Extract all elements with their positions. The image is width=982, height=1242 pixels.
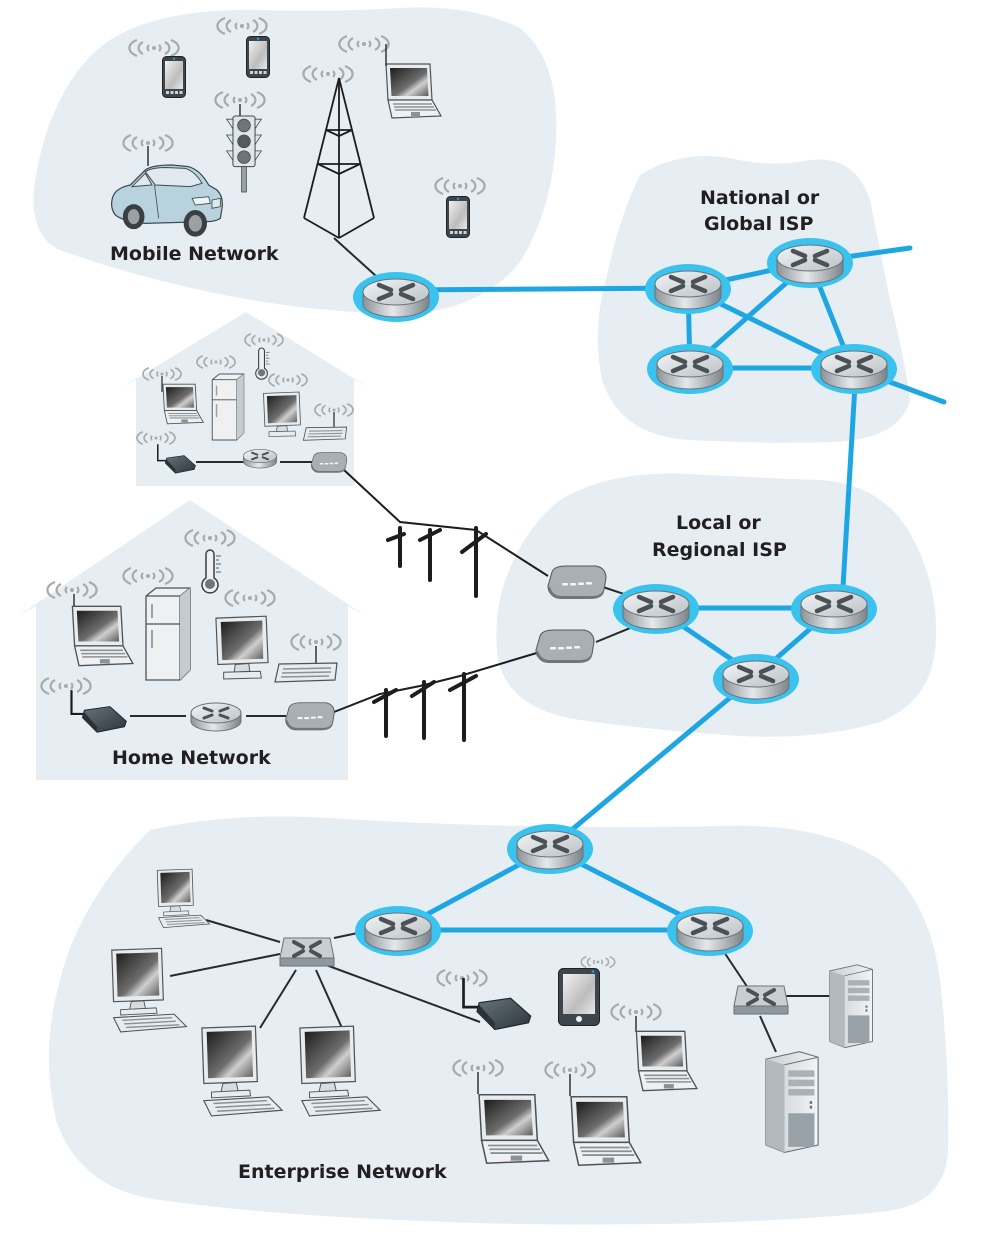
national-isp: National or Global ISP (645, 187, 897, 394)
link-switch-desktop-1 (205, 919, 281, 943)
cable-head-end-icon (535, 629, 595, 664)
link-national-to-local (839, 365, 859, 607)
router-icon (353, 272, 439, 322)
refrigerator-icon (211, 373, 245, 441)
link-home1-to-isp (343, 469, 549, 577)
link-switch-server-2 (759, 1015, 777, 1053)
smartphone-icon (246, 36, 270, 78)
router-icon (647, 344, 733, 394)
mobile-network-region (33, 7, 557, 315)
home-network-label: Home Network (112, 747, 271, 769)
link-local-to-enterprise (547, 673, 759, 851)
router-icon (189, 701, 243, 733)
keyboard-icon (274, 662, 338, 683)
national-isp-label-line2: Global ISP (704, 213, 813, 235)
utility-poles-upper (386, 526, 488, 598)
link-switch-desktop-4 (315, 969, 343, 1029)
link-switch-desktop-3 (259, 969, 297, 1029)
home-network-region-upper (124, 312, 366, 486)
national-isp-label-line1: National or (700, 187, 820, 209)
router-icon (645, 264, 731, 314)
mobile-network: Mobile Network (110, 16, 486, 322)
local-isp: Local or Regional ISP (535, 512, 877, 704)
link-layer-switch-icon (278, 936, 336, 968)
enterprise-network: Enterprise Network (111, 824, 873, 1183)
server-icon (829, 964, 873, 1049)
cable-modem-icon (285, 702, 335, 731)
cable-head-end-icon (547, 565, 607, 600)
local-isp-label-line1: Local or (676, 512, 761, 534)
home-network-upper (136, 332, 354, 474)
utility-poles-lower (372, 672, 478, 742)
local-isp-region (496, 473, 937, 737)
router-icon (791, 584, 877, 634)
link-layer-switch-icon (732, 984, 790, 1016)
link-tower-to-router (333, 237, 377, 277)
server-icon (765, 1051, 819, 1154)
smartphone-icon (162, 56, 186, 98)
local-isp-label-line2: Regional ISP (652, 539, 787, 561)
router-icon (613, 584, 699, 634)
router-icon (767, 238, 853, 288)
link-switch-ap (317, 961, 481, 1023)
home-network-region-lower (18, 500, 366, 780)
cable-modem-icon (310, 452, 348, 474)
router-icon (811, 344, 897, 394)
enterprise-network-label: Enterprise Network (238, 1161, 447, 1183)
router-icon (667, 906, 753, 956)
link-router-switch-right (723, 951, 749, 989)
router-icon (507, 824, 593, 874)
router-icon (355, 906, 441, 956)
smartphone-icon (446, 196, 470, 238)
mobile-network-label: Mobile Network (110, 243, 279, 265)
refrigerator-icon (144, 586, 192, 682)
link-mobile-to-national (393, 285, 691, 293)
tablet-icon (558, 968, 600, 1026)
link-home2-to-isp (333, 651, 541, 713)
access-links (130, 237, 830, 1053)
router-icon (242, 448, 278, 469)
home-network-lower: Home Network (40, 528, 342, 769)
link-switch-desktop-2 (169, 953, 281, 977)
keyboard-icon (302, 426, 348, 441)
router-icon (713, 654, 799, 704)
